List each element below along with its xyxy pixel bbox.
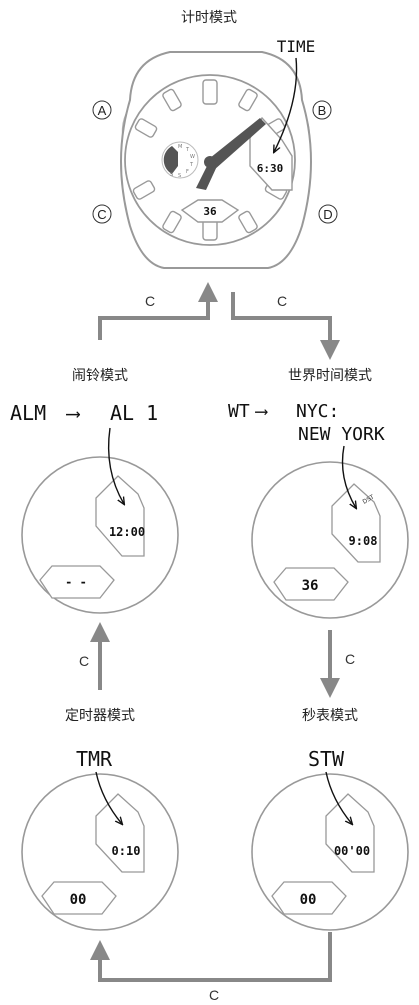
alarm-bottom: - - [65, 575, 87, 589]
arrow-label-1: C [145, 293, 155, 309]
title-world-time: 世界时间模式 [288, 368, 372, 384]
svg-text:D: D [323, 207, 332, 222]
stopwatch-watch: 00'00 00 [251, 771, 409, 931]
button-a-label: A [92, 100, 112, 120]
day-dial-letter-m: M [178, 144, 182, 150]
day-dial-letter-w: W [190, 154, 195, 160]
day-dial-letter-f: F [186, 169, 189, 175]
world-indicator-to: NYC: [296, 401, 339, 422]
svg-text:B: B [318, 103, 327, 118]
alarm-arrow-glyph: ⟶ [66, 401, 81, 425]
world-indicator-from: WT [228, 401, 250, 422]
svg-text:A: A [98, 103, 107, 118]
hand-pivot [204, 156, 216, 168]
minute-hand [205, 118, 266, 170]
arrow-stopwatch-to-timer [90, 932, 332, 982]
title-timekeeping: 计时模式 [181, 10, 237, 26]
day-dial-letter-s: S [178, 173, 181, 179]
main-bottom-window [180, 199, 240, 223]
world-time: 9:08 [349, 534, 378, 548]
svg-text:C: C [97, 207, 106, 222]
world-bottom: 36 [302, 578, 319, 594]
day-dial-letter-t2: T [189, 162, 194, 168]
day-dial-letter-s2: S [170, 172, 173, 178]
arrow-label-2: C [277, 293, 287, 309]
hour-hand [196, 160, 218, 190]
main-lcd-window [249, 116, 293, 191]
arrow-label-5: C [209, 987, 219, 1003]
world-city: NEW YORK [298, 424, 385, 445]
button-d-label: D [318, 204, 338, 224]
arrow-label-4: C [79, 653, 89, 669]
alarm-indicator-to: AL 1 [110, 401, 158, 425]
arrow-label-3: C [345, 651, 355, 667]
arrow-alarm-to-time [98, 282, 218, 340]
main-time-display: 6:30 [257, 162, 284, 175]
timer-bottom: 00 [70, 892, 87, 908]
timer-watch: 0:10 00 [21, 771, 179, 931]
timer-indicator: TMR [76, 747, 113, 771]
main-callout [274, 57, 298, 152]
main-bottom-display: 36 [203, 205, 217, 218]
title-timer: 定时器模式 [65, 708, 135, 724]
title-stopwatch: 秒表模式 [302, 708, 358, 724]
world-arrow-glyph: ⟶ [255, 401, 268, 422]
main-indicator: TIME [277, 37, 316, 56]
button-c-label: C [92, 204, 112, 224]
timer-time: 0:10 [112, 844, 141, 858]
button-b-label: B [312, 100, 332, 120]
world-watch: DST 9:08 36 [251, 445, 409, 619]
alarm-time: 12:00 [109, 525, 145, 539]
arrow-time-to-world [231, 292, 340, 360]
alarm-indicator-from: ALM [10, 401, 46, 425]
stopwatch-bottom: 00 [300, 892, 317, 908]
day-dial-letter-t: T [185, 147, 190, 153]
alarm-watch: 12:00 - - [21, 427, 179, 614]
main-watch: 6:30 36 M T W T F S S TIME [120, 37, 316, 269]
stopwatch-indicator: STW [308, 747, 345, 771]
stopwatch-time: 00'00 [334, 844, 370, 858]
title-alarm: 闹铃模式 [72, 368, 128, 384]
